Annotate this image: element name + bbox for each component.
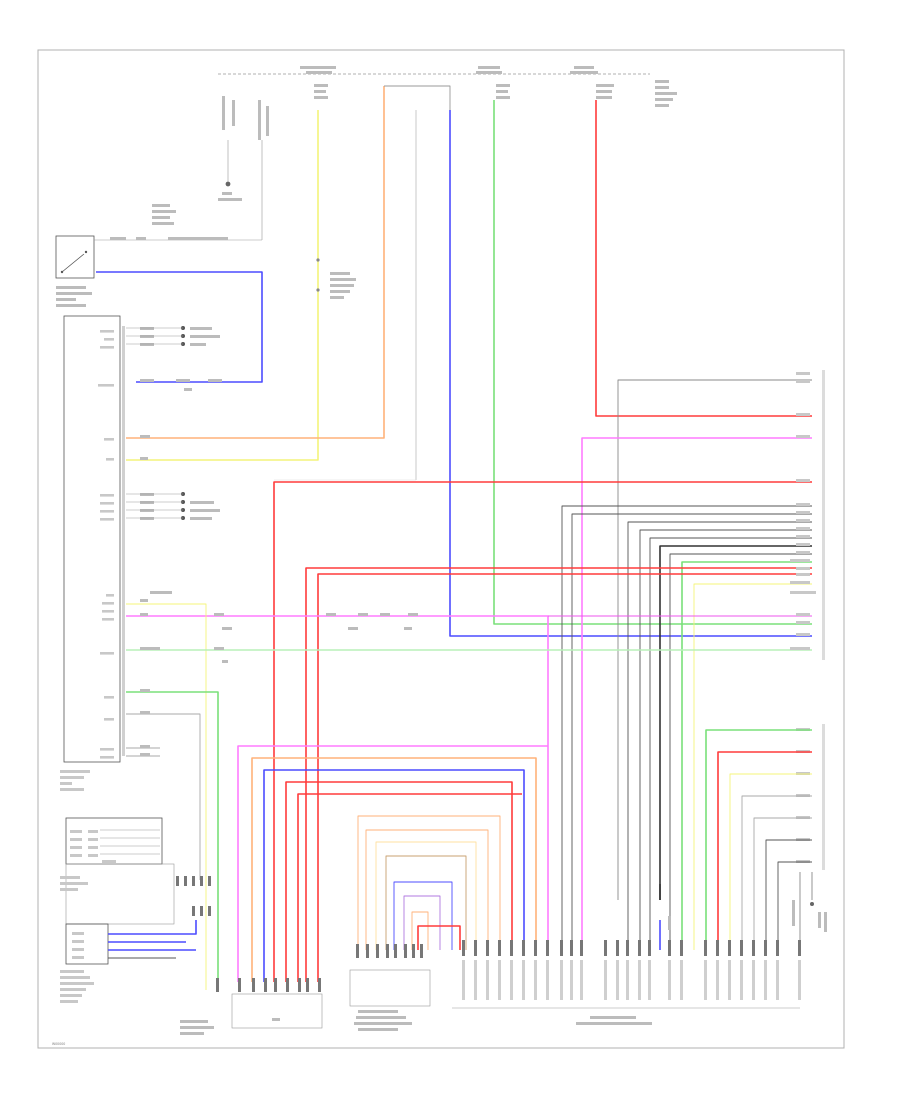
lower-left-module-b	[65, 863, 175, 925]
wire-green-main	[493, 100, 812, 625]
wire-blue-main	[449, 110, 812, 637]
wire-red-top	[595, 100, 812, 417]
wire-pink-loop-outer	[237, 745, 548, 982]
relay-switch-box	[55, 235, 95, 279]
wire-pink-horizontal	[126, 615, 549, 950]
ecu-splice-dots	[181, 326, 185, 520]
top-fuse-labels	[300, 66, 677, 107]
ground-point-icon	[225, 181, 231, 187]
page-code: W00000	[52, 1042, 65, 1046]
lower-left-switch	[65, 923, 109, 965]
diagram-border	[37, 49, 845, 1049]
wire-yellow-main	[126, 110, 319, 461]
ecm-pins	[462, 940, 801, 956]
ground-point-label	[218, 192, 242, 201]
bottom-left-connector	[231, 993, 323, 1029]
wire-red-horizontal-1	[273, 481, 812, 982]
wire-blue-relay-loop	[96, 271, 263, 383]
right-terminal-labels	[790, 372, 816, 863]
center-connector	[349, 969, 431, 1007]
wire-orange-main	[126, 86, 385, 439]
ground-labels	[222, 96, 269, 140]
left-module-pin-labels	[98, 330, 114, 759]
left-control-module	[63, 315, 121, 763]
